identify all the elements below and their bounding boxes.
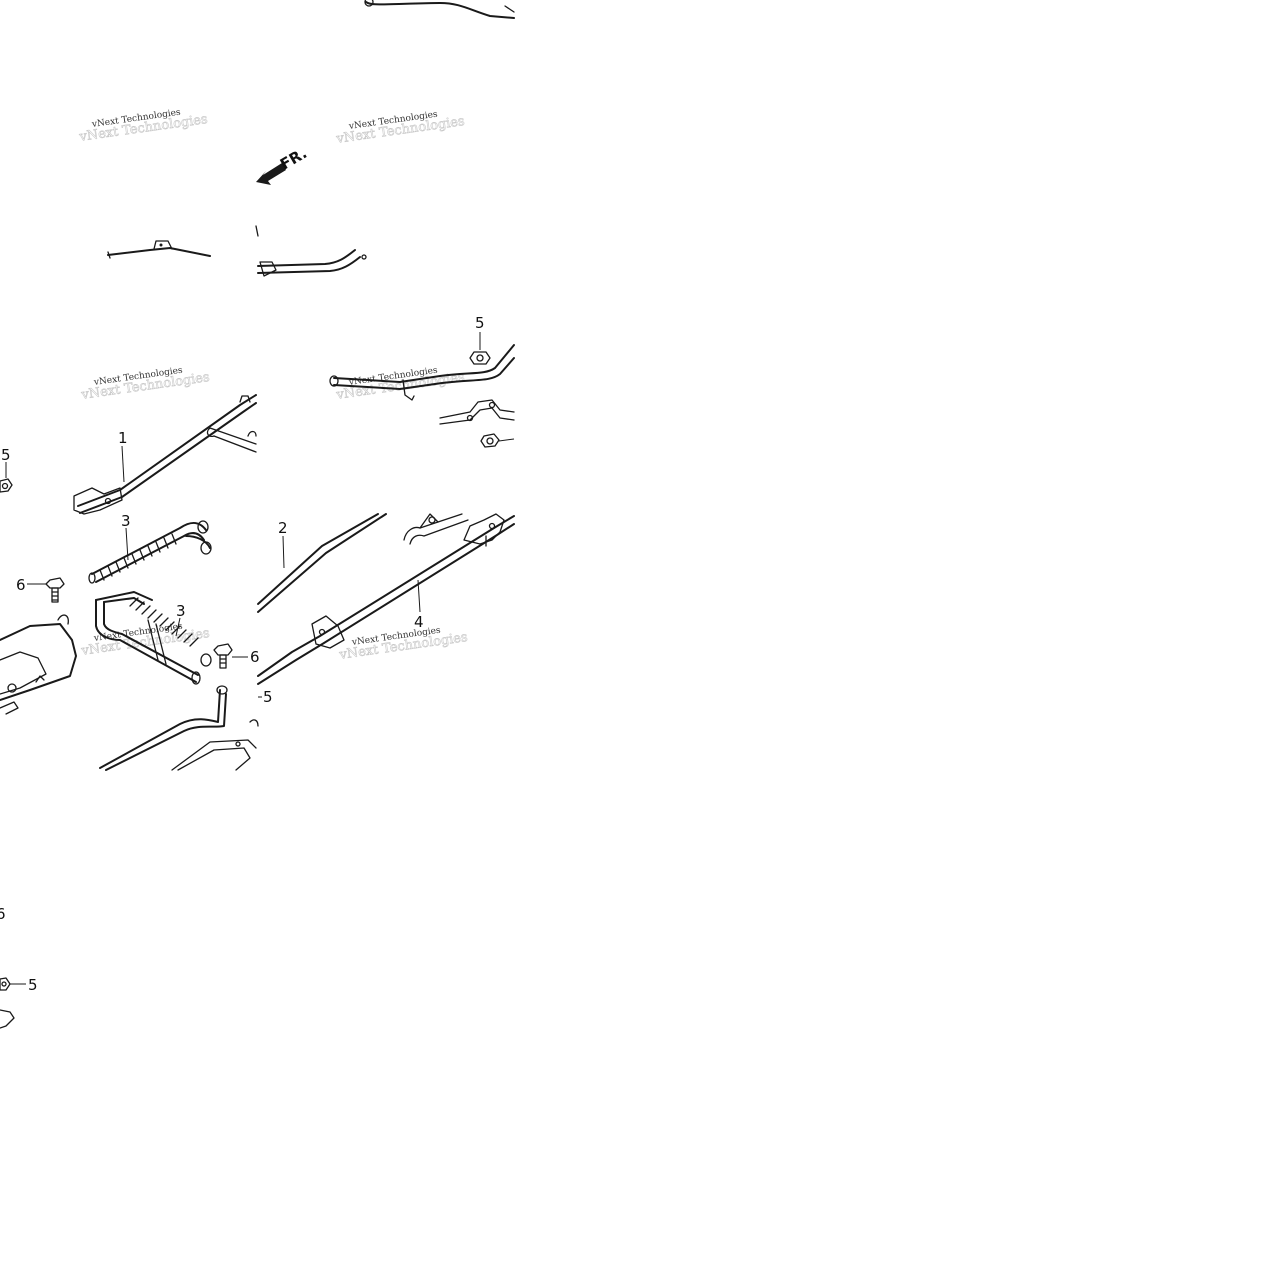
bolt-right: 6: [213, 643, 260, 669]
pipe-1: 1: [73, 394, 257, 515]
pipe-4: 4: [257, 513, 515, 685]
pipe-fragment-mid-left: [107, 240, 211, 259]
nut-upper: 5: [469, 314, 491, 365]
lower-bracket-pipe: 5: [99, 685, 273, 771]
label-bolt-right: 6: [250, 648, 260, 666]
front-direction-arrow-icon: FR.: [256, 144, 310, 185]
label-pipe-2: 2: [278, 519, 288, 537]
upper-right-assembly: [329, 344, 515, 425]
nut-left: 5: [0, 446, 13, 493]
pipe-fragment-mid-right: [255, 225, 367, 277]
label-bolt-edge: 5: [263, 688, 273, 706]
edge-fragment-bottom: 6 5: [0, 905, 38, 1029]
watermark-6: vNext Technologies vNext Technologies: [337, 626, 469, 664]
hose-lower: 3: [95, 591, 212, 685]
pipe-fragment-top: [364, 0, 515, 19]
label-edge-5: 5: [28, 976, 38, 994]
label-hose-upper: 3: [121, 512, 131, 530]
pipe-2: 2: [257, 513, 387, 613]
lower-left-housing: [0, 614, 77, 715]
hose-upper: 3: [88, 512, 212, 584]
watermark-3: vNext Technologies vNext Technologies: [79, 366, 211, 404]
watermark-1: vNext Technologies vNext Technologies: [77, 108, 209, 146]
bolt-left: 6: [16, 576, 65, 603]
watermark-2: vNext Technologies vNext Technologies: [334, 110, 466, 148]
label-pipe-4: 4: [414, 613, 424, 631]
nut-right: [480, 433, 515, 448]
label-edge-6: 6: [0, 905, 6, 923]
label-bolt-left: 6: [16, 576, 26, 594]
label-pipe-1: 1: [118, 429, 128, 447]
label-hose-lower: 3: [176, 602, 186, 620]
label-nut-upper: 5: [475, 314, 485, 332]
label-nut-left: 5: [1, 446, 11, 464]
